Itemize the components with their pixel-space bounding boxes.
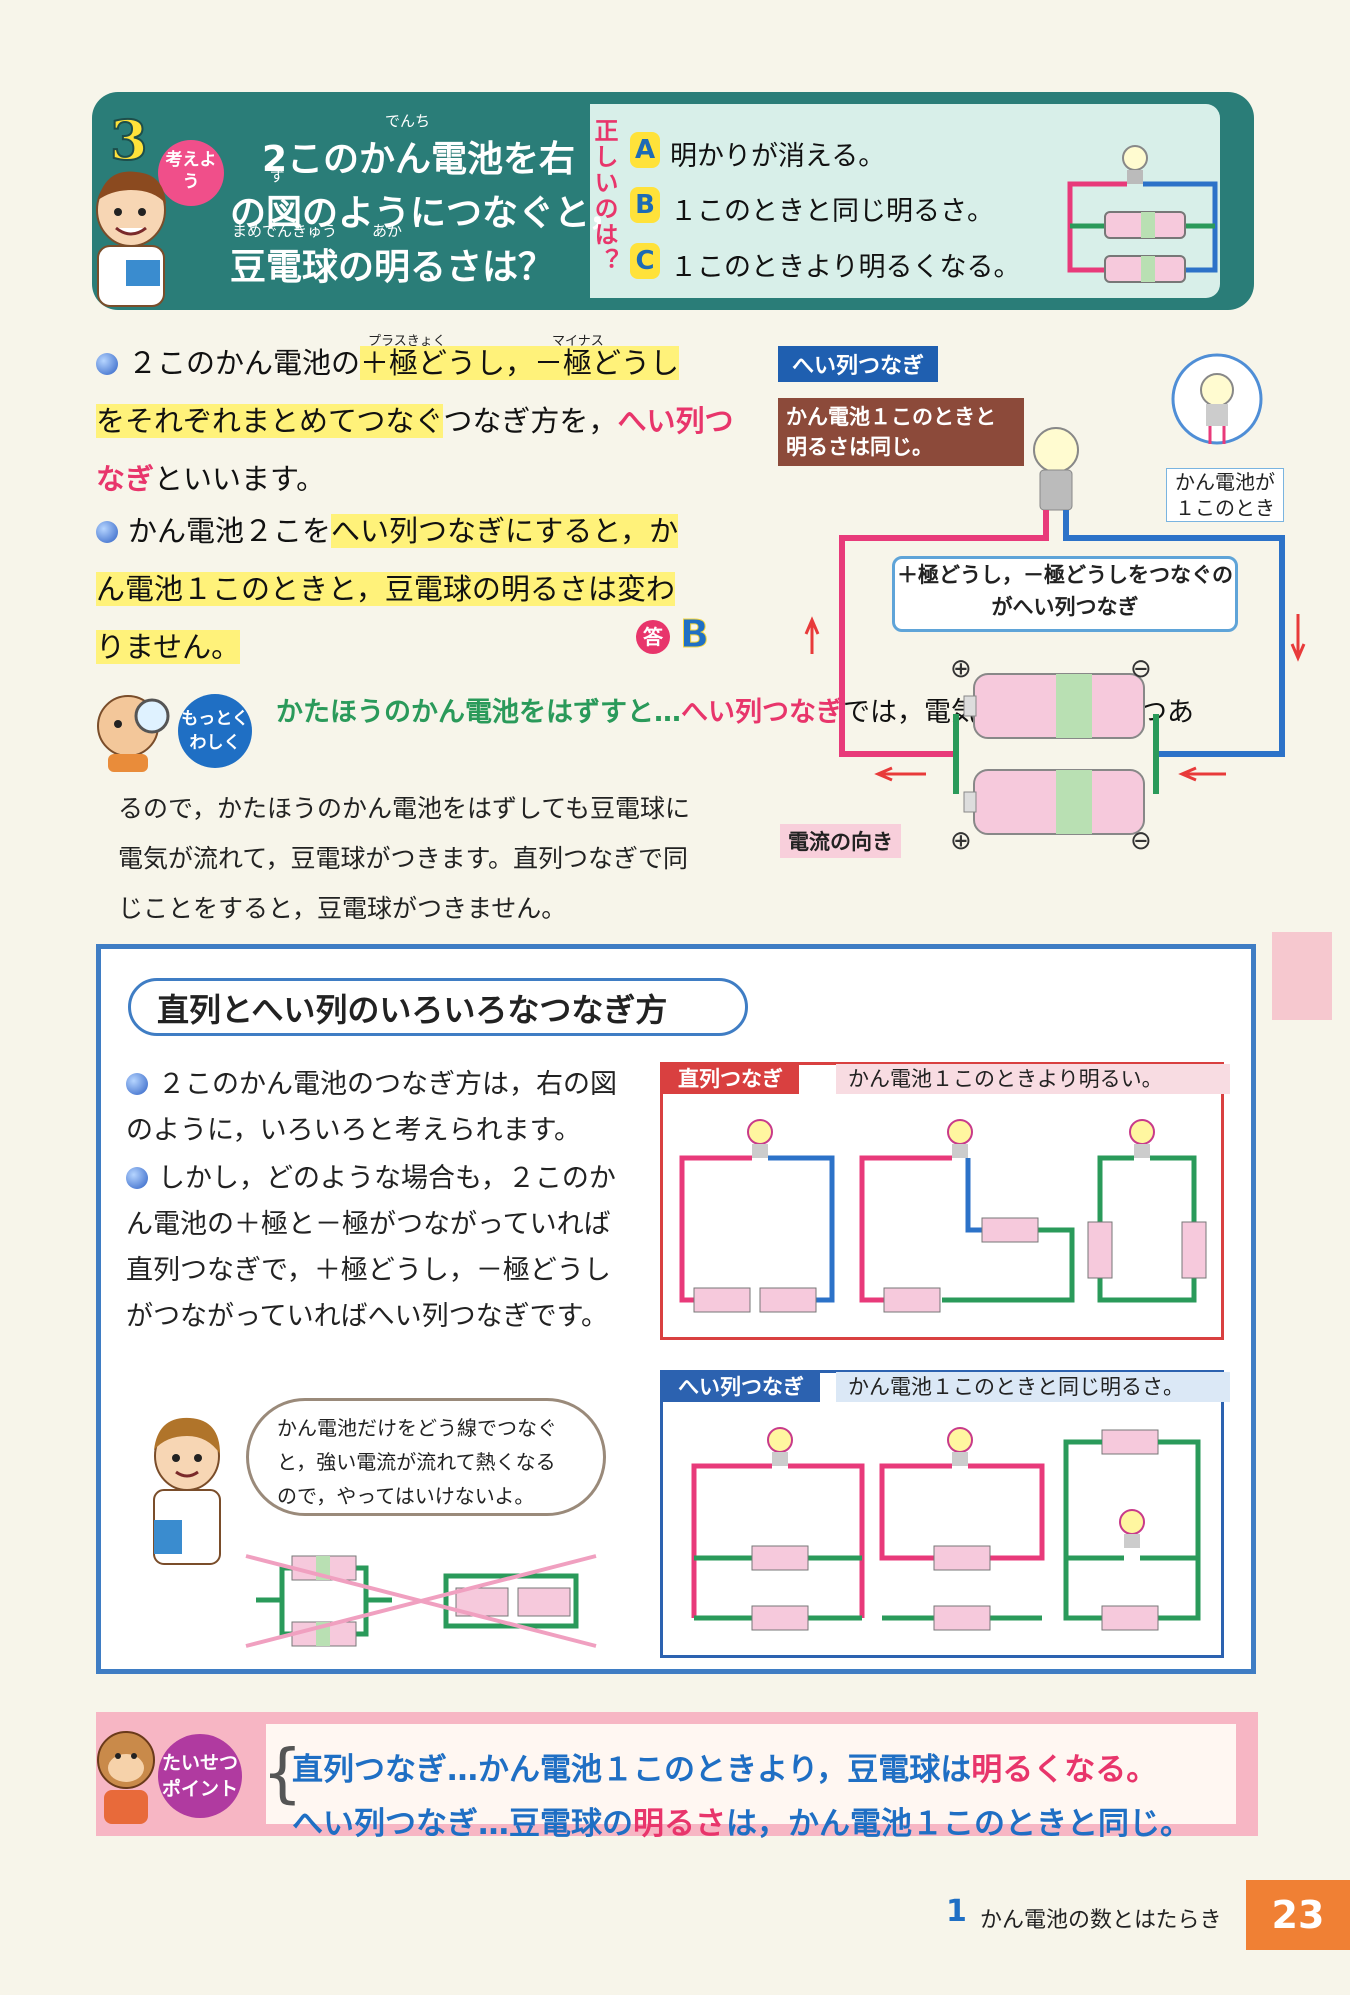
ruby-minus: マイナス <box>552 334 604 349</box>
chapter-number: 1 <box>946 1894 967 1929</box>
furigana-zu: ず <box>270 167 286 185</box>
series-description: かん電池１このときより明るい。 <box>836 1064 1230 1094</box>
explanation-paragraph-2: かん電池２こをへい列つなぎにすると，か ん電池１このときと，豆電球の明るさは変わ… <box>96 514 679 664</box>
plus-symbol-bottom: ⊕ <box>950 826 972 856</box>
bullet-icon <box>126 1073 148 1095</box>
parallel-panel-label: へい列つなぎ <box>662 1372 820 1402</box>
parallel-description: かん電池１このときと同じ明るさ。 <box>836 1372 1230 1402</box>
which-correct-label: 正しいのは？ <box>590 118 618 274</box>
key-point-badge: たいせつポイント <box>158 1734 242 1818</box>
option-b-letter: B <box>630 187 660 223</box>
answer-letter: B <box>680 612 710 657</box>
plus-symbol-top: ⊕ <box>950 654 972 684</box>
minus-symbol-bottom: ⊖ <box>1130 826 1152 856</box>
single-battery-label: かん電池が１このとき <box>1166 468 1284 522</box>
question-line-2: の図のようにつなぐと， <box>230 193 625 234</box>
section-bullet-1: ２このかん電池のつなぎ方は，右の図のように，いろいろと考えられます。 <box>126 1069 617 1146</box>
ruby-plus: プラスきょく <box>368 334 446 349</box>
monkey-character-icon <box>97 1731 155 1824</box>
furigana-aka: あか <box>372 222 403 240</box>
series-circuits-diagram <box>679 1119 1207 1313</box>
bullet-icon <box>96 353 118 375</box>
section-title: 直列とへい列のいろいろなつなぎ方 <box>128 978 748 1036</box>
question-number: 3 <box>109 107 149 173</box>
question-line-3: 豆電球の明るさは？ <box>230 247 555 288</box>
section-bullet-2: しかし，どのような場合も，２このかん電池の＋極と－極がつながっていれば直列つなぎ… <box>126 1163 616 1332</box>
furigana-denchi: でんち <box>385 112 431 130</box>
motto-badge: もっとくわしく <box>178 694 252 768</box>
think-badge: 考えよう <box>158 140 224 206</box>
key-point-parallel: へい列つなぎ…豆電球の明るさは，かん電池１このときと同じ。 <box>292 1806 1191 1842</box>
motto-body: るので，かたほうのかん電池をはずしても豆電球に 電気が流れて，豆電球がつきます。… <box>118 794 691 923</box>
furigana-mamedenkyu: まめでんきゅう <box>232 222 338 240</box>
option-a-letter: A <box>630 132 660 168</box>
explanation-paragraph-1: ２このかん電池の＋極どうし，－極どうし をそれぞれまとめてつなぐつなぎ方を，へい… <box>96 346 734 496</box>
option-a-text: 明かりが消える。 <box>670 141 886 172</box>
teacher-character-icon <box>153 1417 221 1565</box>
current-direction-label: 電流の向き <box>780 824 901 858</box>
bullet-icon <box>96 521 118 543</box>
option-c-letter: C <box>630 243 660 279</box>
parallel-label: へい列つなぎ <box>778 346 939 382</box>
minus-symbol-top: ⊖ <box>1130 654 1152 684</box>
option-b-text: １このときと同じ明るさ。 <box>670 196 994 227</box>
series-label: 直列つなぎ <box>662 1064 799 1094</box>
parallel-circuits-diagram <box>691 1427 1201 1631</box>
parallel-bubble: ＋極どうし，－極どうしをつなぐのがへい列つなぎ <box>892 556 1238 632</box>
cat-detective-icon <box>97 695 170 772</box>
question-line-1: 2このかん電池を右 <box>262 139 576 180</box>
bullet-icon <box>126 1167 148 1189</box>
single-battery-bulb-icon <box>1171 353 1263 445</box>
warning-bubble: かん電池だけをどう線でつなぐと，強い電流が流れて熱くなるので，やってはいけないよ… <box>246 1398 606 1516</box>
key-point-inner <box>266 1724 1236 1824</box>
option-c-text: １このときより明るくなる。 <box>670 252 1021 283</box>
question-circuit-diagram <box>1067 145 1218 283</box>
forbidden-short-circuit-diagram <box>245 1554 597 1648</box>
key-point-series: 直列つなぎ…かん電池１このときより，豆電球は明るくなる。 <box>292 1752 1158 1788</box>
series-panel <box>660 1062 1224 1340</box>
chapter-title: かん電池の数とはたらき <box>980 1908 1222 1933</box>
brightness-note: かん電池１このときと明るさは同じ。 <box>778 398 1024 466</box>
professor-character-icon <box>96 171 166 307</box>
brace-icon: { <box>262 1737 303 1811</box>
parallel-circuit-diagram <box>804 427 1306 835</box>
pink-tab <box>1272 932 1332 1020</box>
answer-mark: 答 <box>636 620 670 654</box>
page-number: 23 <box>1246 1880 1350 1950</box>
